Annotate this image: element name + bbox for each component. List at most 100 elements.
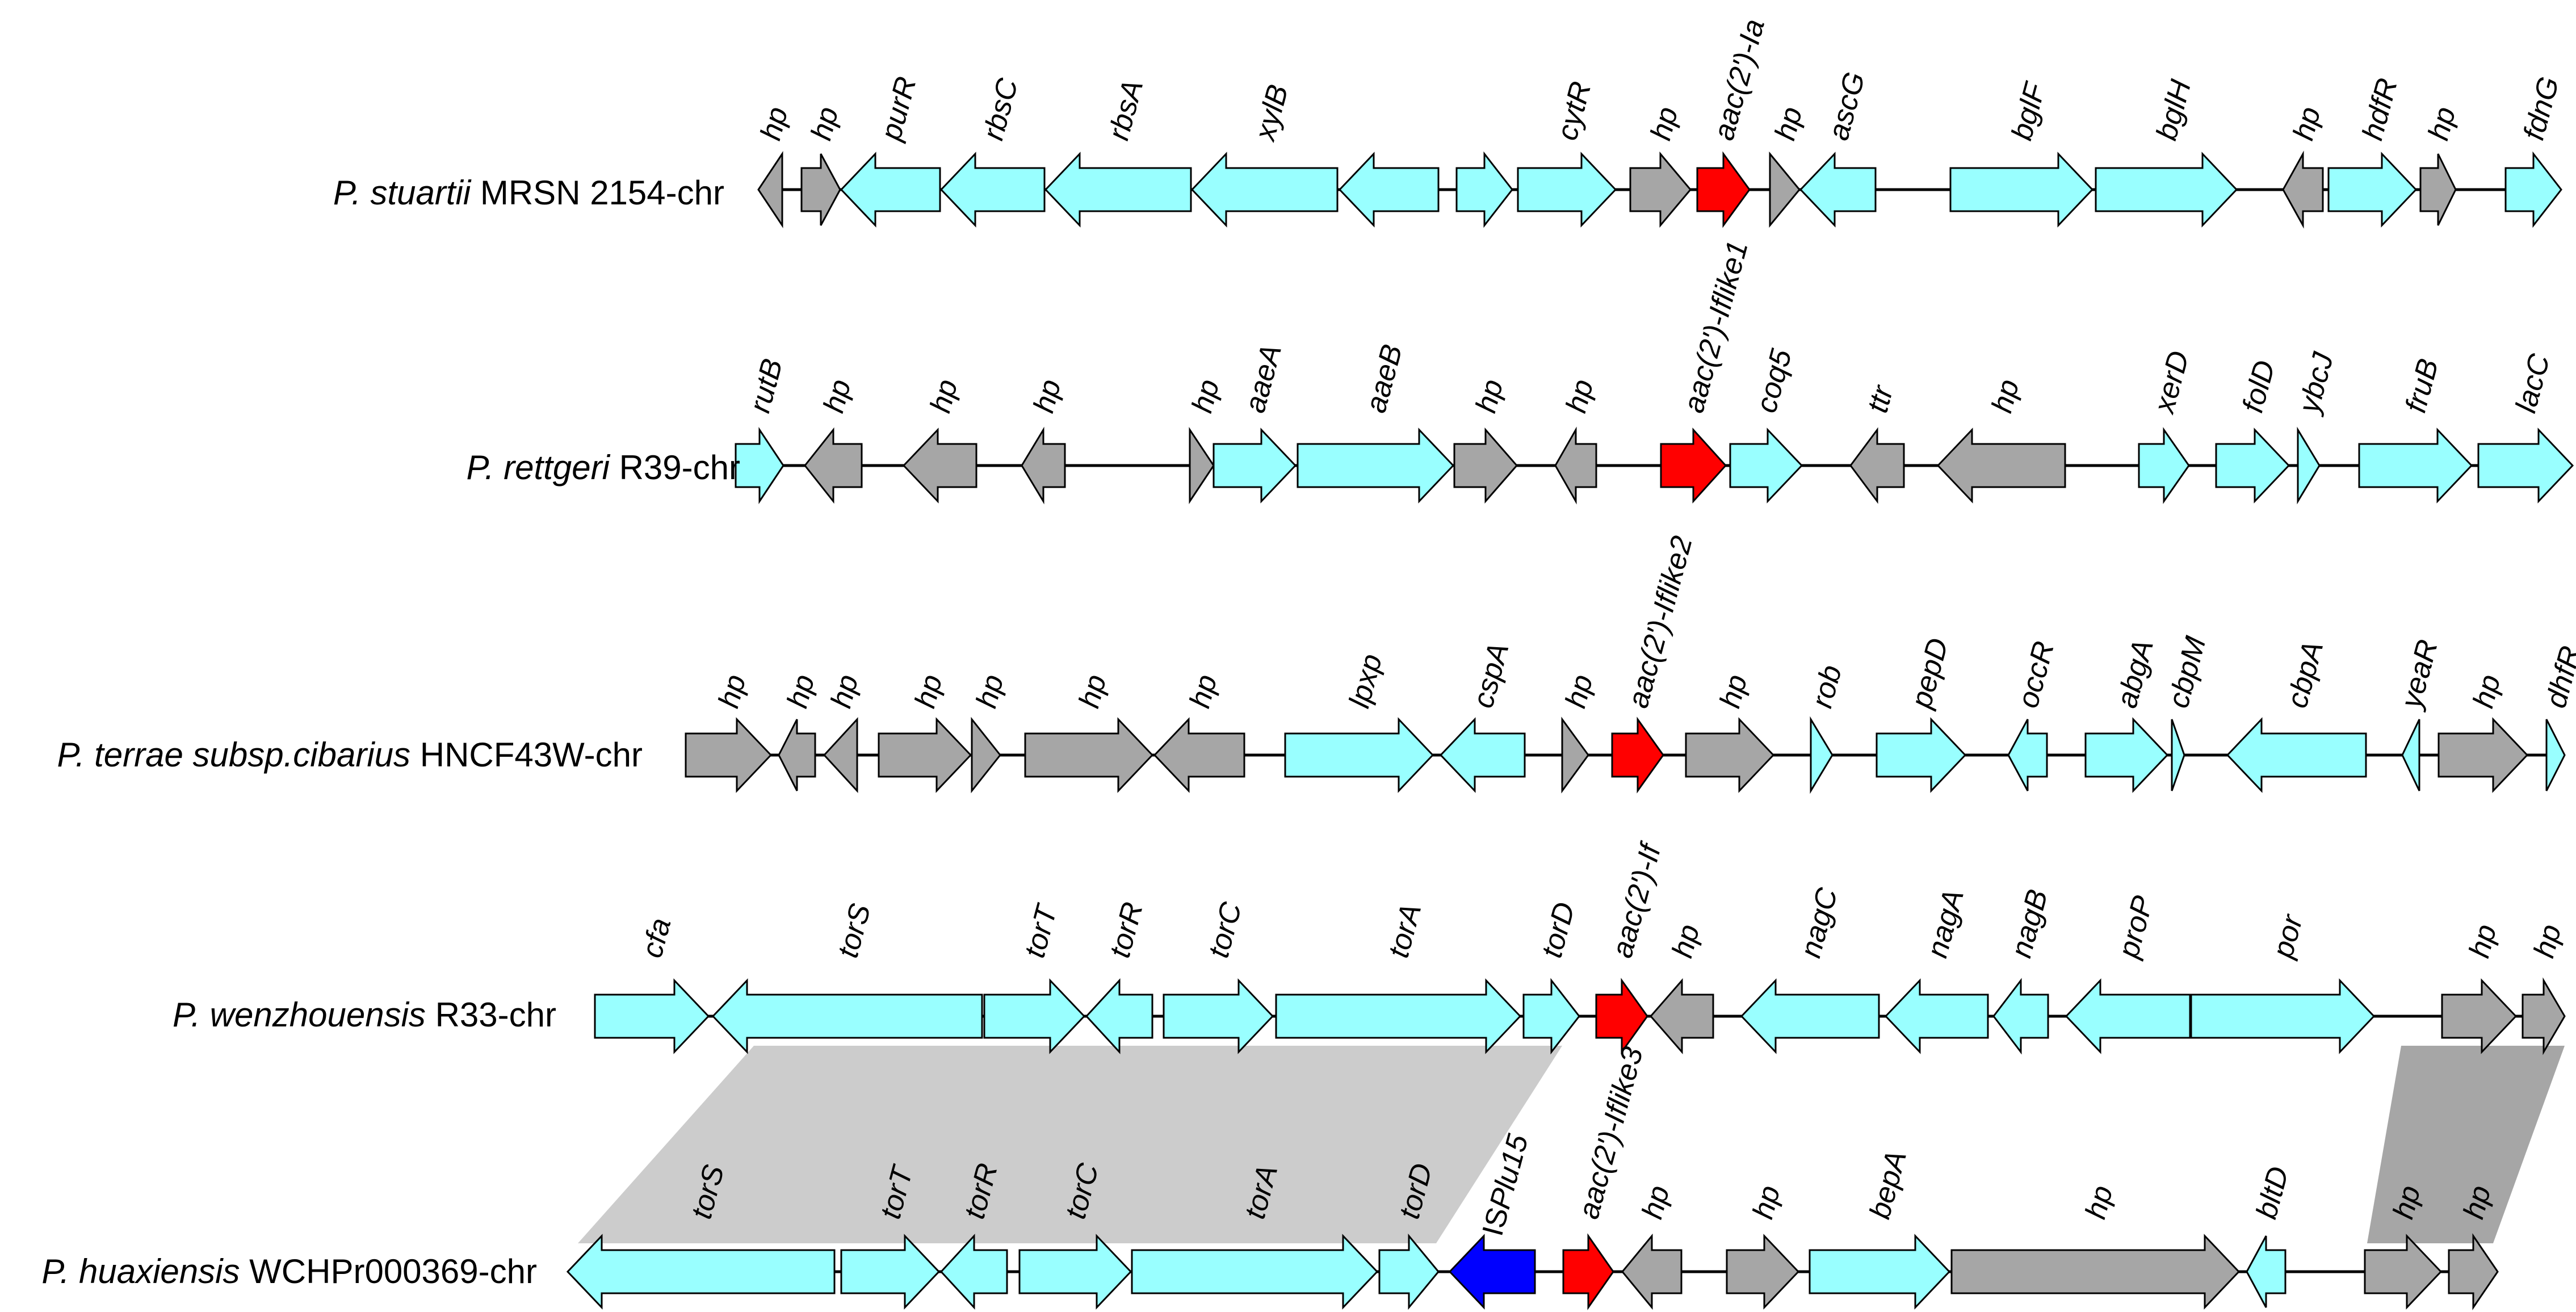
gene-arrow-hp bbox=[1153, 717, 1245, 793]
gene-label: hp bbox=[1470, 376, 1510, 416]
gene-label: aac(2')-Ia bbox=[1707, 16, 1771, 144]
gene-arrow-hp bbox=[778, 719, 816, 791]
gene-label: hp bbox=[825, 671, 865, 711]
gene-arrow-cytr bbox=[1517, 152, 1617, 228]
gene-arrow-dhfr bbox=[2545, 719, 2566, 791]
gene-label: cspA bbox=[1467, 639, 1516, 711]
gene-label: por bbox=[2266, 910, 2310, 962]
gene-arrow-hp bbox=[2437, 717, 2529, 793]
strain-name: HNCF43W-chr bbox=[410, 736, 643, 774]
gene-arrow-torc bbox=[1163, 978, 1274, 1054]
gene-label: fruB bbox=[2399, 355, 2445, 416]
gene-label: xerD bbox=[2147, 347, 2196, 418]
gene-label: hp bbox=[1769, 103, 1809, 144]
gene-arrow-hp bbox=[1561, 716, 1589, 794]
gene-label: rbsA bbox=[1102, 77, 1150, 144]
gene-label: hp bbox=[1027, 376, 1068, 416]
gene-arrow-xerd bbox=[2138, 427, 2190, 504]
gene-arrow-aac-2-ia bbox=[1696, 151, 1751, 228]
gene-label: dhfR bbox=[2540, 643, 2576, 711]
gene-label: torT bbox=[1018, 900, 1064, 961]
track-label-p-huaxiensis: P. huaxiensis WCHPr000369-chr bbox=[41, 1252, 537, 1290]
gene-label: aac(2')-Iflike3 bbox=[1572, 1043, 1650, 1222]
gene-label: torD bbox=[1535, 899, 1581, 961]
gene-arrow-tord bbox=[1378, 1233, 1440, 1310]
gene-label: hp bbox=[1747, 1182, 1787, 1222]
species-name: P. stuartii bbox=[333, 174, 472, 212]
track-label-p-terrae: P. terrae subsp.cibarius HNCF43W-chr bbox=[57, 736, 643, 774]
gene-arrow-torc bbox=[1018, 1234, 1132, 1310]
gene-label: hp bbox=[970, 671, 1010, 711]
gene-label: rbsC bbox=[977, 75, 1025, 144]
gene-label: hp bbox=[1644, 103, 1685, 144]
gene-arrow-hp bbox=[823, 717, 858, 793]
gene-label: aaeA bbox=[1239, 341, 1288, 416]
gene-arrow-nagc bbox=[1740, 978, 1880, 1054]
gene-label: cytR bbox=[1551, 78, 1598, 144]
gene-label: aac(2')-Iflike2 bbox=[1622, 533, 1699, 711]
gene-label: hp bbox=[1986, 376, 2026, 416]
gene-arrow-xylb bbox=[1190, 152, 1339, 228]
gene-label: lpxp bbox=[1343, 651, 1389, 711]
gene-arrow-hp bbox=[800, 153, 841, 226]
strain-name: R39-chr bbox=[610, 448, 740, 487]
gene-label: pepD bbox=[1904, 635, 1955, 712]
gene-label: cbpA bbox=[2281, 638, 2330, 712]
gene-label: nagB bbox=[2005, 886, 2054, 961]
gene-arrow-cfa bbox=[594, 978, 710, 1054]
gene-label: hp bbox=[924, 376, 964, 416]
gene-arrow-rutb bbox=[735, 427, 784, 504]
gene-label: bglF bbox=[2006, 78, 2053, 144]
gene-arrow-hp bbox=[2282, 150, 2324, 229]
gene-arrow-unlabeled bbox=[1455, 151, 1513, 228]
gene-arrow-aaea bbox=[1213, 427, 1297, 504]
gene-arrow-aac-2-iflike2 bbox=[1611, 716, 1664, 794]
gene-arrow-bglh bbox=[2095, 152, 2238, 228]
gene-arrow-hp bbox=[1950, 1234, 2241, 1310]
gene-arrow-aaeb bbox=[1297, 427, 1455, 504]
gene-arrow-prop bbox=[2065, 978, 2191, 1054]
gene-arrow-rbsc bbox=[939, 152, 1046, 228]
gene-arrow-ybcj bbox=[2297, 426, 2321, 505]
gene-arrow-hp bbox=[685, 717, 773, 793]
gene-label: hp bbox=[2463, 921, 2503, 961]
gene-label: hp bbox=[1714, 671, 1754, 711]
gene-arrow-aac-2-if bbox=[1595, 978, 1648, 1055]
gene-arrow-ascg bbox=[1799, 152, 1877, 228]
gene-arrow-abga bbox=[2084, 717, 2169, 793]
gene-arrow-hp bbox=[1554, 426, 1597, 505]
gene-label: cbpM bbox=[2162, 633, 2213, 711]
gene-arrow-ttr bbox=[1849, 427, 1905, 504]
gene-arrow-rbsa bbox=[1044, 152, 1192, 228]
gene-label: fdnG bbox=[2518, 73, 2566, 144]
gene-label: torS bbox=[832, 900, 878, 961]
gene-arrow-hp bbox=[804, 427, 863, 504]
gene-arrow-hp bbox=[1685, 717, 1775, 793]
gene-label: hdfR bbox=[2356, 75, 2404, 144]
gene-label: ybcJ bbox=[2292, 349, 2340, 418]
gene-label: hp bbox=[1186, 376, 1226, 416]
gene-arrow-tors bbox=[566, 1234, 836, 1310]
gene-arrow-fold bbox=[2215, 427, 2290, 504]
gene-label: hp bbox=[2467, 671, 2507, 711]
gene-arrow-hp bbox=[2522, 977, 2566, 1055]
gene-label: aac(2')-If bbox=[1606, 839, 1668, 961]
gene-label: hp bbox=[805, 103, 845, 144]
gene-label: hp bbox=[781, 671, 821, 711]
gene-arrow-bglf bbox=[1949, 152, 2094, 228]
gene-label: proP bbox=[2112, 892, 2160, 962]
gene-label: coq5 bbox=[1750, 345, 1798, 416]
gene-label: torC bbox=[1202, 899, 1249, 961]
gene-arrow-hp bbox=[1936, 427, 2066, 504]
gene-arrow-occr bbox=[2007, 719, 2048, 791]
gene-arrow-hp bbox=[1024, 717, 1154, 793]
gene-arrow-tora bbox=[1275, 978, 1522, 1054]
gene-label: ttr bbox=[1861, 381, 1900, 416]
gene-label: nagA bbox=[1921, 886, 1970, 961]
gene-arrow-nagb bbox=[1992, 978, 2049, 1055]
gene-label: occR bbox=[2012, 638, 2061, 711]
gene-arrow-cbpa bbox=[2226, 717, 2367, 793]
gene-arrow-hp bbox=[1726, 1234, 1800, 1310]
gene-arrow-tort bbox=[983, 978, 1086, 1054]
gene-arrow-hp bbox=[1650, 978, 1714, 1054]
